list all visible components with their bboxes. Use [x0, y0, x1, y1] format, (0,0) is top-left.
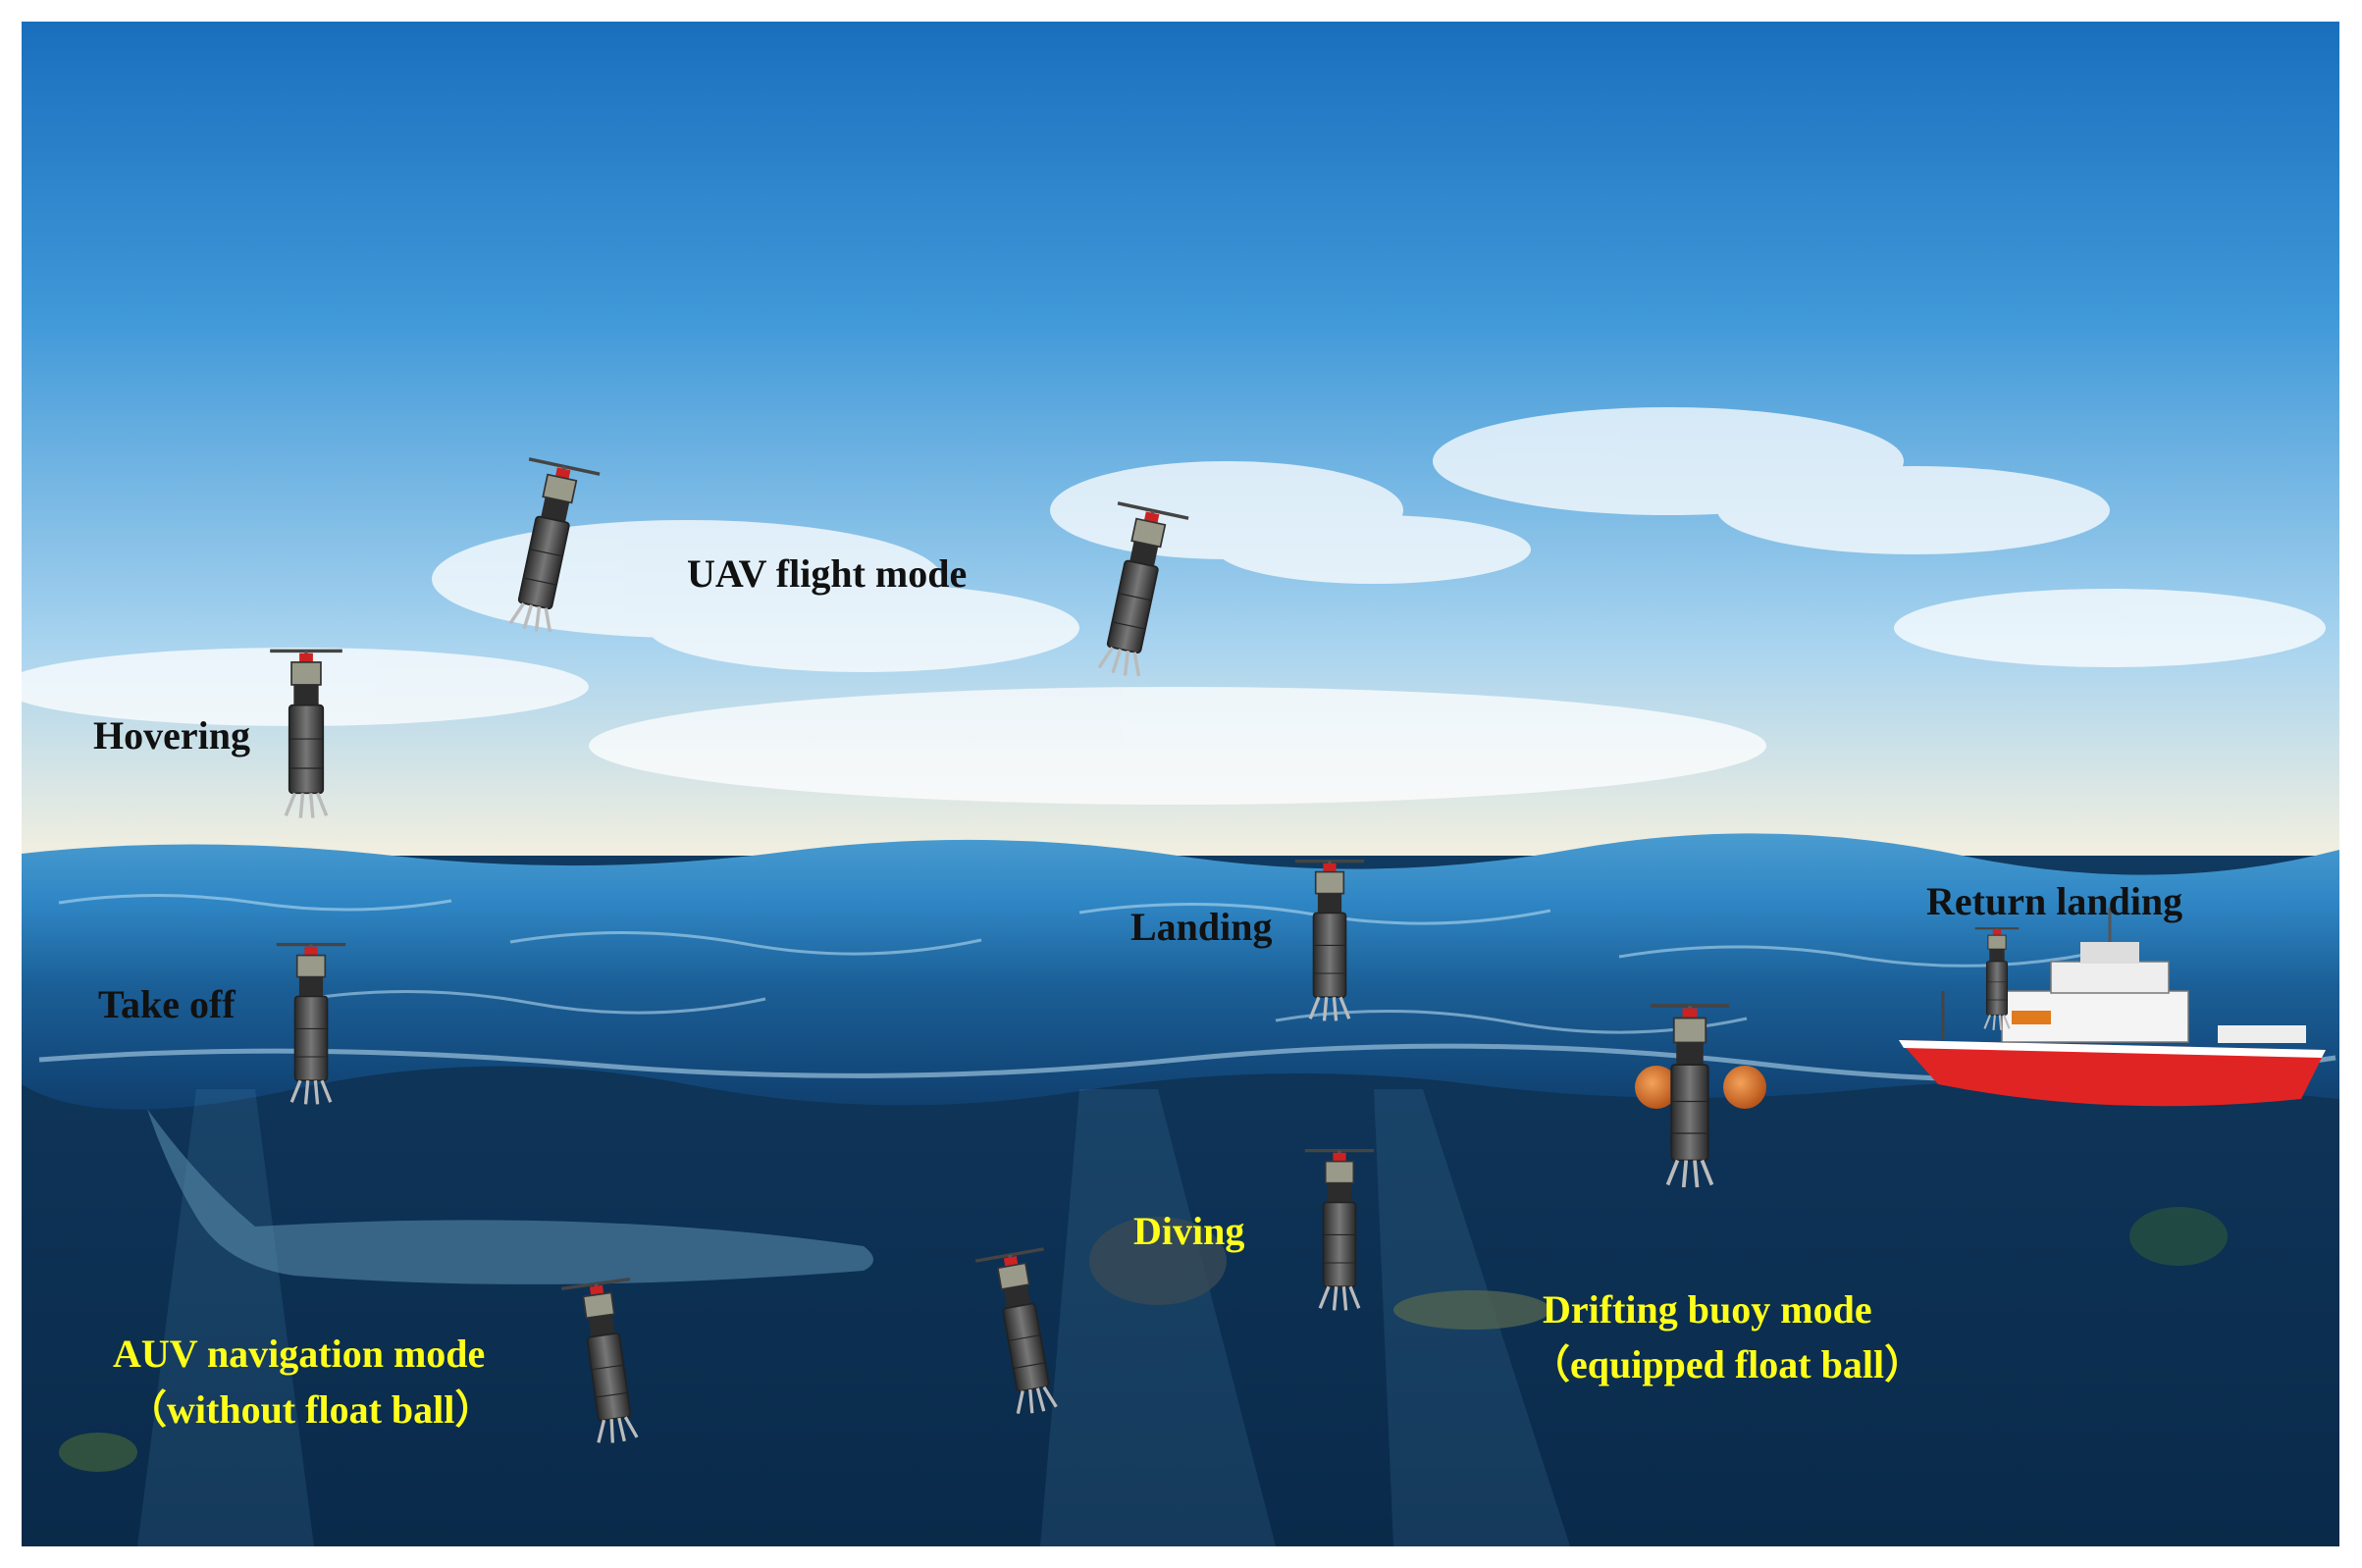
whale-illustration — [147, 1109, 873, 1284]
label-diving: Diving — [1133, 1209, 1244, 1253]
float-ball-left — [1635, 1066, 1678, 1109]
label-return-landing: Return landing — [1926, 879, 2182, 923]
fish-illustration — [1089, 1217, 1227, 1305]
float-ball-right — [1723, 1066, 1766, 1109]
fish-illustration — [2129, 1207, 2228, 1266]
fish-illustration — [1393, 1290, 1550, 1330]
fish-illustration — [59, 1433, 137, 1472]
research-ship — [1899, 908, 2326, 1107]
label-take-off: Take off — [98, 982, 236, 1026]
label-drifting-mode-line2: （equipped float ball） — [1531, 1342, 1923, 1386]
label-landing: Landing — [1130, 905, 1273, 949]
label-uav-flight-mode: UAV flight mode — [687, 551, 967, 596]
sea-surface — [22, 833, 2339, 1110]
label-auv-mode-line2: （without float ball） — [128, 1387, 494, 1432]
clouds — [0, 407, 2326, 805]
label-drifting-mode-line1: Drifting buoy mode — [1543, 1287, 1872, 1332]
label-auv-mode-line1: AUV navigation mode — [113, 1332, 485, 1376]
label-hovering: Hovering — [93, 713, 250, 758]
